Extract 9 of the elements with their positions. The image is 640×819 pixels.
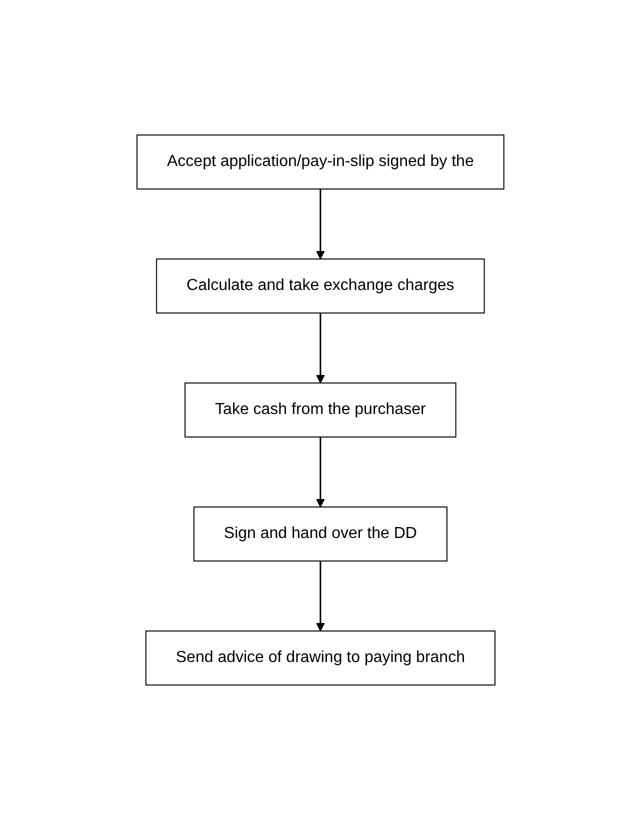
node-box: Accept application/pay-in-slip signed by the bbox=[136, 134, 504, 189]
arrow bbox=[316, 312, 324, 383]
node-box: Sign and hand over the DD bbox=[193, 506, 447, 561]
node-box: Send advice of drawing to paying branch bbox=[144, 630, 496, 685]
node-box: Take cash from the purchaser bbox=[184, 382, 456, 437]
arrow bbox=[316, 560, 324, 631]
arrow bbox=[316, 188, 324, 259]
node-box: Calculate and take exchange charges bbox=[156, 258, 484, 313]
arrow bbox=[316, 436, 324, 507]
